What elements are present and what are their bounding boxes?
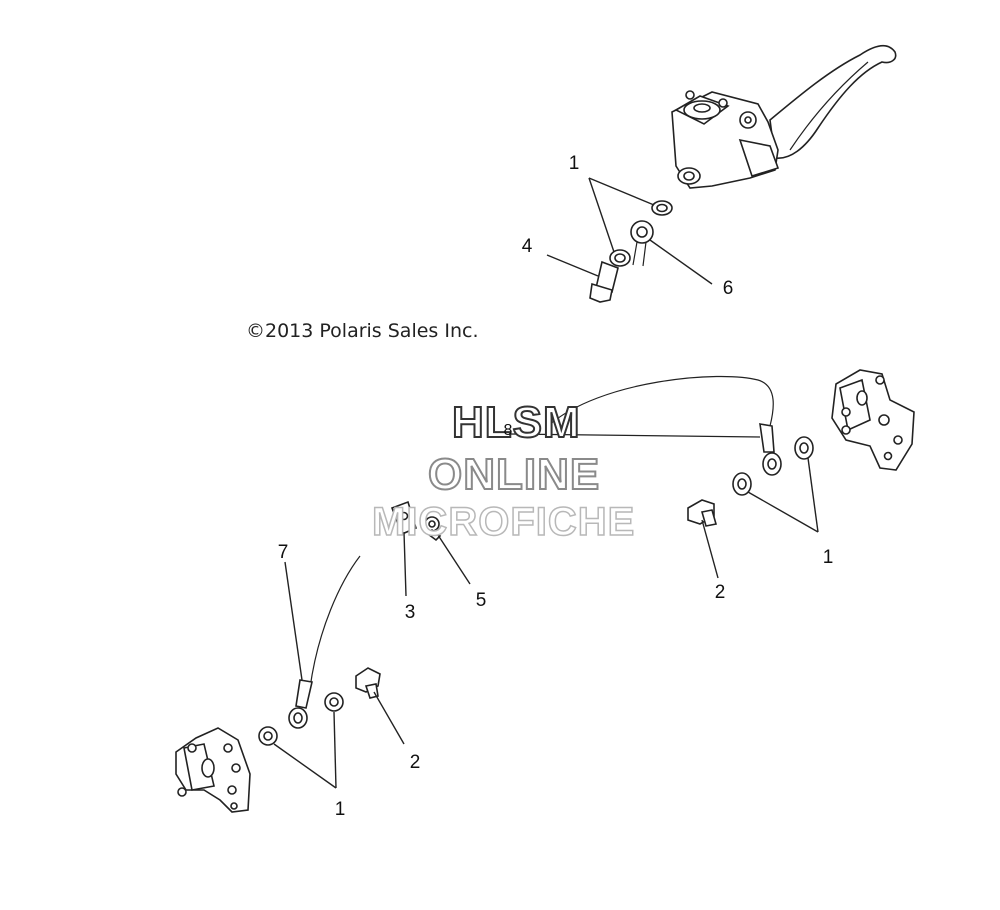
callout-hose-left: 7 [277, 542, 289, 563]
brake-caliper-right [831, 369, 915, 471]
banjo-bolt-left [355, 667, 381, 699]
callout-screw: 5 [475, 590, 487, 611]
callout-hose-right: 8 [503, 422, 513, 439]
banjo-fitting-right [762, 452, 782, 476]
callout-bolt-left: 2 [409, 752, 421, 773]
callout-washer-top: 1 [568, 153, 580, 174]
washer-right-b [732, 472, 752, 496]
brake-hose-left [295, 555, 361, 709]
banjo-bolt-top [589, 260, 619, 303]
callout-fitting-top: 6 [722, 278, 734, 299]
banjo-bolt-right [687, 499, 718, 527]
callout-clip: 3 [404, 602, 416, 623]
brake-caliper-left [175, 727, 251, 813]
leader-lines [273, 177, 819, 789]
clip-screw [424, 516, 442, 542]
callout-bolt-top: 4 [521, 236, 533, 257]
watermark-line-2: ONLINE [427, 449, 601, 500]
washer-top-b [609, 249, 631, 267]
brake-hose-right [509, 375, 775, 453]
callout-washer-left: 1 [334, 799, 346, 820]
washer-top-a [651, 200, 673, 216]
callout-washer-right: 1 [822, 547, 834, 568]
washer-left-b [258, 726, 278, 746]
watermark-line-1: HLSM [451, 397, 581, 448]
washer-right-a [794, 436, 814, 460]
banjo-fitting-left [288, 707, 308, 729]
callout-bolt-right: 2 [714, 582, 726, 603]
watermark-line-3: MICROFICHE [371, 499, 636, 545]
banjo-fitting-top [630, 220, 654, 267]
hose-clip [390, 500, 417, 536]
washer-left-a [324, 692, 344, 712]
master-cylinder-lever [671, 45, 897, 189]
copyright-notice: ©2013 Polaris Sales Inc. [246, 320, 479, 342]
